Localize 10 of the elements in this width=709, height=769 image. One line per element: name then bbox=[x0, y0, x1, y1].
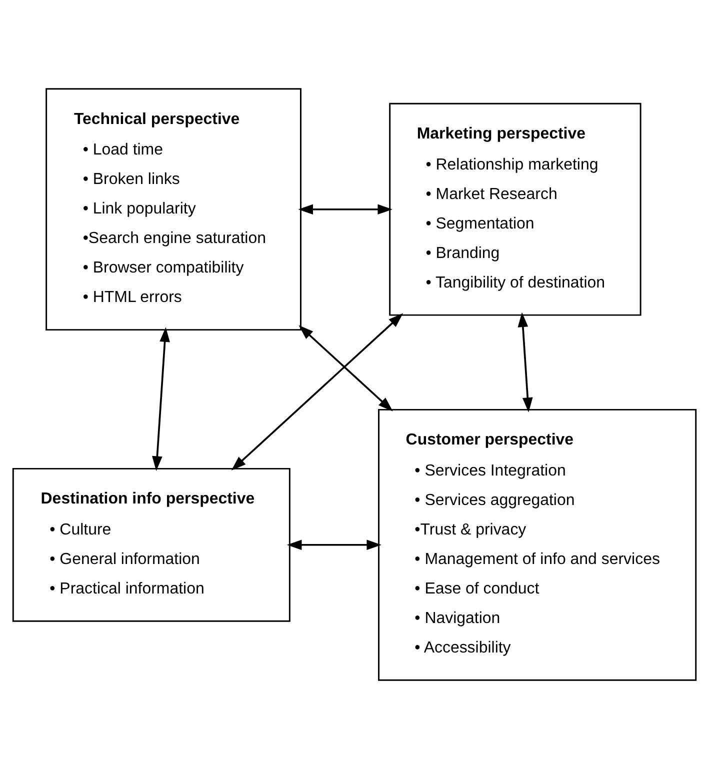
arrow bbox=[298, 325, 393, 412]
node-box: Marketing perspective • Relationship marketing • Market Research • Segmentation • Branding • Tangibility of destination bbox=[389, 102, 642, 316]
arrow bbox=[231, 313, 404, 470]
arrow bbox=[298, 204, 392, 215]
arrow bbox=[152, 327, 170, 471]
node-box: Technical perspective • Load time • Broken links • Link popularity •Search engine saturation • Browser compatibility • HTML errors bbox=[46, 88, 302, 331]
arrow bbox=[518, 312, 533, 412]
arrow bbox=[286, 540, 382, 550]
node-box: Destination info perspective • Culture • General information • Practical information bbox=[12, 468, 290, 622]
node-box: Customer perspective • Services Integration • Services aggregation •Trust & privacy • Management of info and services • Ease of conduct • Navigation • Accessibility bbox=[378, 408, 697, 681]
